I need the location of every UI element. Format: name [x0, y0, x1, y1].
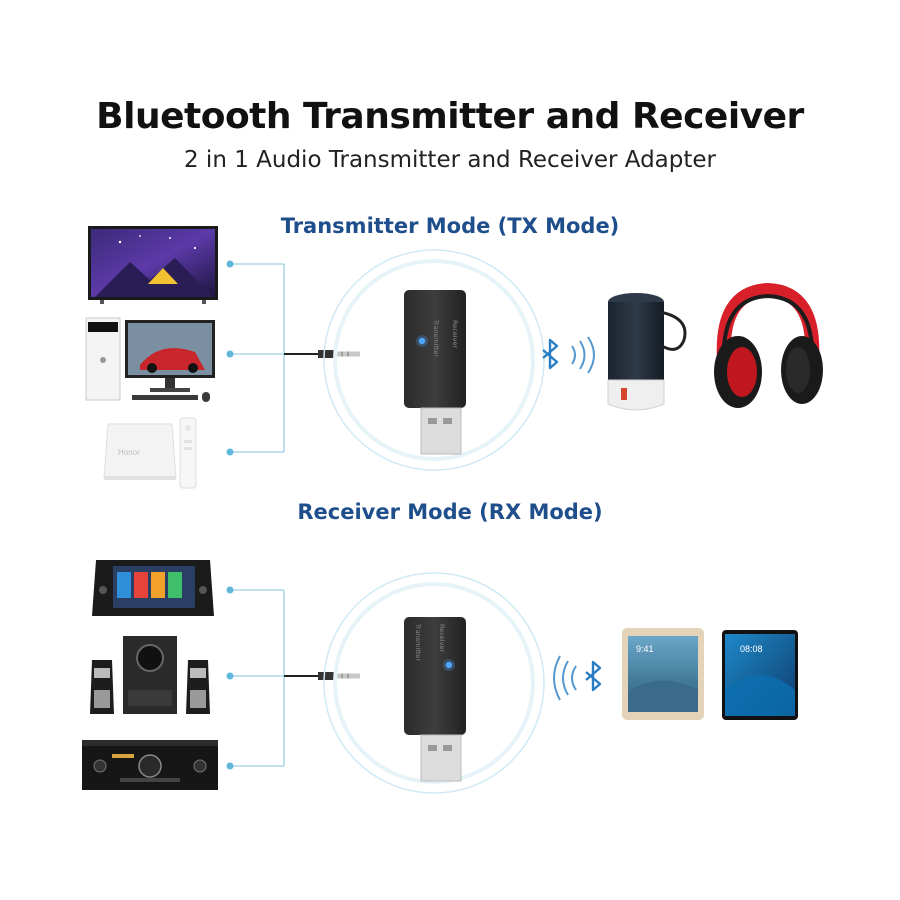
headphones-icon [714, 282, 823, 408]
tx-mode-title: Transmitter Mode (TX Mode) [280, 214, 620, 238]
rx-bluetooth-icon [585, 660, 602, 692]
rx-dongle-label-transmitter: Transmitter [414, 623, 422, 661]
page-subtitle: 2 in 1 Audio Transmitter and Receiver Ad… [183, 147, 717, 173]
av-receiver-icon [82, 740, 218, 790]
tx-connector-dots [226, 260, 234, 456]
rx-dongle: Transmitter Receiver [404, 617, 466, 782]
rx-connector-lines [230, 589, 316, 767]
rx-mode-title: Receiver Mode (RX Mode) [297, 500, 603, 524]
tx-dongle-label-transmitter: Transmitter [432, 319, 440, 357]
tx-aux-cable [284, 350, 360, 358]
rx-section: Transmitter Receiver 9:41 08:08 [82, 560, 798, 794]
tx-bluetooth-icon [542, 338, 559, 370]
tx-signal-waves [571, 336, 595, 374]
rx-dongle-label-receiver: Receiver [438, 624, 446, 652]
tx-glow-circles [323, 249, 545, 471]
tx-connector-lines [230, 263, 316, 453]
tx-section: Honor Transmitter Receiver [85, 226, 823, 489]
tablet-clock: 9:41 [636, 644, 654, 654]
rx-aux-cable [284, 672, 360, 680]
tx-dongle: Transmitter Receiver [404, 290, 466, 455]
tv-box-brand: Honor [118, 448, 140, 457]
speaker-icon [607, 293, 687, 411]
car-stereo-icon [92, 560, 214, 616]
page-title: Bluetooth Transmitter and Receiver [96, 96, 804, 137]
rx-signal-waves [553, 655, 577, 701]
tv-icon [88, 226, 218, 304]
smartphone-icon: 08:08 [722, 630, 798, 720]
speaker-system-icon [90, 636, 210, 714]
desktop-pc-icon [85, 317, 215, 402]
tv-box-icon: Honor [103, 417, 197, 489]
tablet-icon: 9:41 [622, 628, 704, 720]
rx-connector-dots [226, 586, 234, 770]
tx-dongle-label-receiver: Receiver [451, 320, 459, 348]
rx-glow-circles [323, 572, 545, 794]
phone-clock: 08:08 [740, 644, 763, 654]
